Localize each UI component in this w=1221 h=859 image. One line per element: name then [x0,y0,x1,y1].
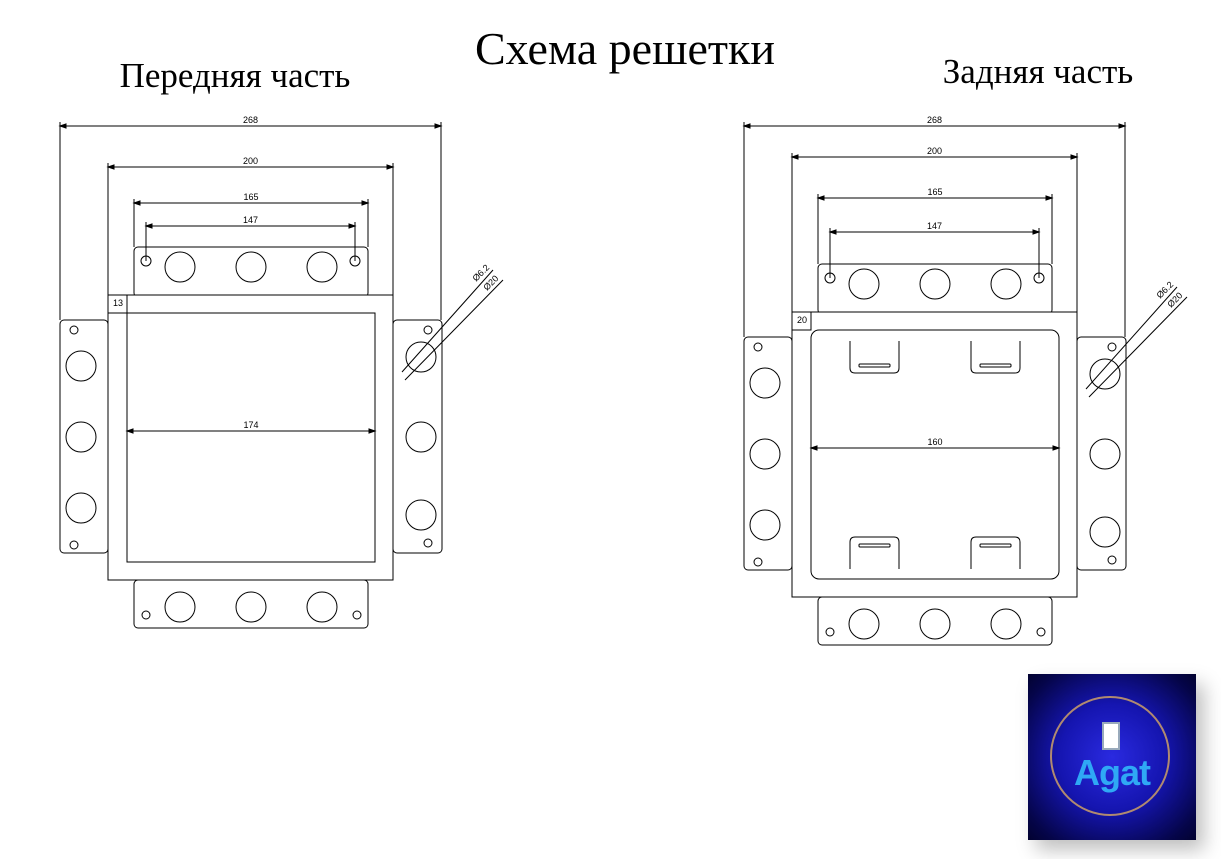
dimension-label: 165 [243,192,258,202]
mounting-hole [405,421,437,453]
dimension-arrow [809,445,818,451]
mounting-clip [970,341,1021,374]
leader-line [401,269,494,373]
agat-logo: Agat [1028,674,1196,840]
mounting-hole [749,509,781,541]
dimension-arrow [816,195,825,201]
screw-hole [1107,342,1117,352]
screw-hole [753,557,763,567]
logo-text: Agat [1074,752,1151,793]
dimension-label: 200 [243,156,258,166]
dimension-arrow [386,164,395,170]
clip-slot [858,543,891,548]
mounting-hole [405,341,437,373]
screw-hole [352,610,362,620]
mounting-hole [749,438,781,470]
clip-slot [979,543,1012,548]
mounting-hole [848,268,880,300]
page-title: Схема решетки [475,23,775,74]
dimension-label: 268 [927,115,942,125]
screw-hole [1036,627,1046,637]
dimension-arrow [1032,229,1041,235]
dimension-arrow [125,428,134,434]
mounting-hole [919,268,951,300]
leader-line [1085,286,1178,390]
dimension-arrow [361,200,370,206]
screw-hole [423,538,433,548]
top-flange [133,246,369,298]
mounting-hole [990,608,1022,640]
dimension-label: 147 [243,215,258,225]
mounting-clip [849,341,900,374]
screw-hole [69,540,79,550]
dimension-arrow [1118,123,1127,129]
mounting-hole [65,350,97,382]
bottom-flange [817,596,1053,646]
mounting-clip [849,536,900,569]
clip-slot [979,363,1012,368]
screw-hole [69,325,79,335]
mounting-hole [848,608,880,640]
mounting-hole [164,591,196,623]
dimension-arrow [58,123,67,129]
main-frame [107,294,394,581]
dimension-arrow [1070,154,1079,160]
dimension-arrow [790,154,799,160]
left-flange [59,319,109,554]
dimension-label: 165 [927,187,942,197]
dimension-arrow [106,164,115,170]
front-view-label: Передняя часть [119,56,351,95]
mounting-hole [1089,358,1121,390]
mounting-hole [990,268,1022,300]
mounting-hole [164,251,196,283]
top-flange [817,263,1053,315]
dimension-label: 200 [927,146,942,156]
mounting-hole [919,608,951,640]
mounting-hole [749,367,781,399]
dimension-label: 160 [927,437,942,447]
dimension-arrow [742,123,751,129]
dimension-label: 268 [243,115,258,125]
logo-ring [1050,696,1170,816]
back-view-label: Задняя часть [942,52,1134,91]
dimension-label: 20 [797,315,807,325]
dimension-arrow [368,428,377,434]
mounting-clip [970,536,1021,569]
mounting-hole [1089,438,1121,470]
inner-opening [810,329,1060,580]
dimension-label: 13 [113,298,123,308]
mounting-hole [65,421,97,453]
mounting-hole [65,492,97,524]
mounting-hole [235,591,267,623]
screw-hole [1107,555,1117,565]
corner-dimension-box [791,311,812,331]
mounting-hole [235,251,267,283]
leader-line [404,279,504,381]
main-frame [791,311,1078,598]
bottom-flange [133,579,369,629]
dimension-arrow [132,200,141,206]
left-flange [743,336,793,571]
dimension-label: 147 [927,221,942,231]
door-icon [1102,722,1120,750]
dimension-arrow [434,123,443,129]
mounting-hole [405,499,437,531]
dimension-arrow [828,229,837,235]
dimension-arrow [1045,195,1054,201]
mounting-hole [306,251,338,283]
screw-hole [753,342,763,352]
dimension-arrow [144,223,153,229]
dimension-arrow [348,223,357,229]
screw-hole [141,610,151,620]
dimension-label: 174 [243,420,258,430]
mounting-hole [306,591,338,623]
leader-line [1088,296,1188,398]
clip-slot [858,363,891,368]
screw-hole [423,325,433,335]
dimension-arrow [1052,445,1061,451]
corner-dimension-box [107,294,128,314]
inner-opening [126,312,376,563]
screw-hole [825,627,835,637]
mounting-hole [1089,516,1121,548]
